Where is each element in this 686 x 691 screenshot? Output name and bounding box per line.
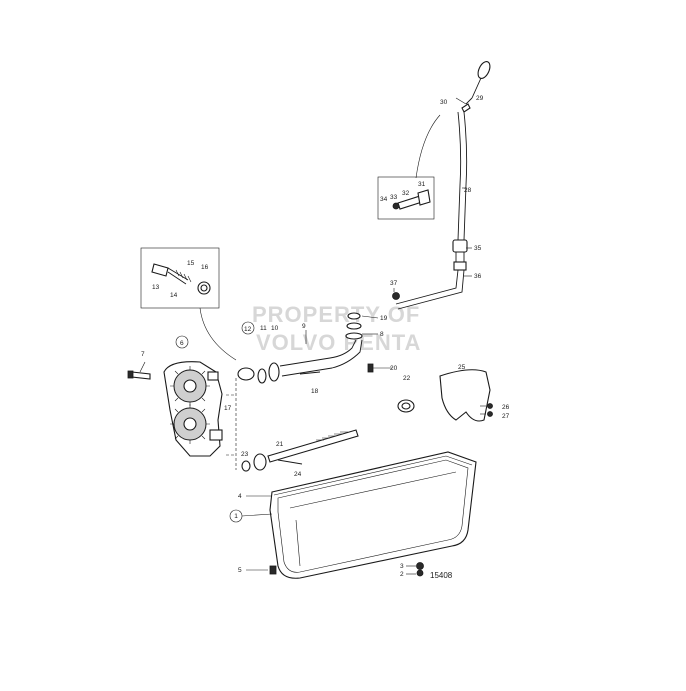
callout-circle-12 [241, 321, 255, 335]
watermark-line1: PROPERTY OF [252, 302, 420, 327]
callout-21: 21 [276, 441, 284, 448]
callout-34: 34 [380, 196, 388, 203]
callout-35: 35 [474, 245, 482, 252]
callout-7: 7 [141, 351, 145, 358]
callout-36: 36 [474, 273, 482, 280]
bracket-bolt [367, 363, 392, 373]
oil-strainer [241, 429, 359, 472]
callout-37: 37 [390, 280, 398, 287]
callout-circle-1 [229, 509, 243, 523]
pump-bolt [127, 361, 151, 380]
oil-pump [163, 361, 223, 457]
callout-10: 10 [271, 325, 279, 332]
callout-18: 18 [311, 388, 319, 395]
callout-6: 6 [180, 340, 184, 347]
tube-adapter [452, 239, 468, 271]
callout-8: 8 [380, 331, 384, 338]
callout-16: 16 [201, 264, 209, 271]
dipstick [461, 61, 491, 113]
callout-11: 11 [260, 325, 267, 332]
callout-2: 2 [400, 571, 404, 578]
callout-27: 27 [502, 413, 510, 420]
callout-3: 3 [400, 563, 404, 570]
callout-circle-6 [175, 335, 189, 349]
watermark: PROPERTY OF VOLVO PENTA [252, 302, 421, 355]
inset-box-plug [377, 176, 435, 220]
callout-1: 1 [234, 513, 238, 520]
callout-29: 29 [476, 95, 484, 102]
callout-9: 9 [302, 323, 306, 330]
callout-28: 28 [464, 187, 472, 194]
callout-14: 14 [170, 292, 178, 299]
callout-30: 30 [440, 99, 448, 106]
callout-22: 22 [403, 375, 411, 382]
drawing-number: 15408 [430, 571, 453, 580]
suction-pipe [237, 312, 363, 384]
callout-26: 26 [502, 404, 510, 411]
callout-25: 25 [458, 364, 466, 371]
callout-33: 33 [390, 194, 398, 201]
callout-24: 24 [294, 471, 302, 478]
callout-4: 4 [238, 493, 242, 500]
strainer-bolt [277, 459, 303, 465]
dipstick-guide-tube [415, 111, 468, 241]
leader-lines [241, 97, 486, 575]
hose-clamp [397, 399, 415, 413]
callout-19: 19 [380, 315, 388, 322]
oil-pan [269, 451, 477, 579]
inset-box-relief-valve [140, 247, 237, 361]
callout-31: 31 [418, 181, 426, 188]
callout-15: 15 [187, 260, 195, 267]
callout-labels: 1 2 3 4 5 6 7 8 9 10 11 12 13 14 15 16 1… [141, 95, 510, 578]
callout-5: 5 [238, 567, 242, 574]
callout-23: 23 [241, 451, 249, 458]
drain-pipe [392, 269, 465, 310]
callout-12: 12 [244, 326, 252, 333]
callout-13: 13 [152, 284, 160, 291]
baffle-plate [439, 369, 493, 422]
callout-20: 20 [390, 365, 398, 372]
watermark-line2: VOLVO PENTA [256, 330, 421, 355]
callout-17: 17 [224, 405, 232, 412]
callout-32: 32 [402, 190, 410, 197]
alignment-line [226, 378, 237, 470]
